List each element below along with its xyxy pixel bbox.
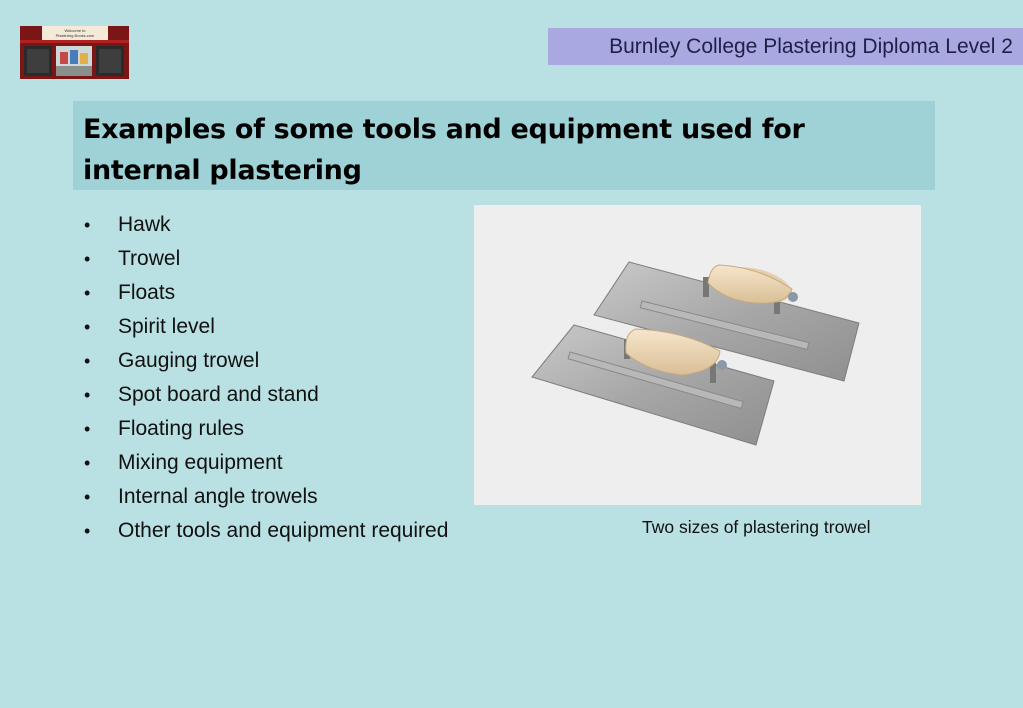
bullet-dot: •: [84, 419, 91, 439]
list-item-text: Trowel: [118, 247, 181, 270]
bullet-dot: •: [84, 317, 91, 337]
logo-sign-line1: Welcome to: [64, 28, 86, 33]
bullet-dot: •: [84, 487, 91, 507]
bullet-dot: •: [84, 283, 91, 303]
list-item: • Internal angle trowels: [84, 480, 448, 514]
list-item-text: Floats: [118, 281, 176, 304]
list-item-text: Mixing equipment: [118, 451, 283, 474]
list-item: • Gauging trowel: [84, 344, 448, 378]
bullet-dot: •: [84, 351, 91, 371]
small-trowel: [531, 324, 775, 446]
list-item: • Spot board and stand: [84, 378, 448, 412]
list-item: • Floats: [84, 276, 448, 310]
logo-sign-line2: Plastering Books.com: [56, 33, 95, 38]
list-item-text: Floating rules: [118, 417, 245, 440]
bullet-dot: •: [84, 521, 91, 541]
list-item: • Mixing equipment: [84, 446, 448, 480]
list-item-text: Hawk: [118, 213, 171, 236]
plastering-books-logo: Welcome to Plastering Books.com: [20, 26, 129, 79]
tools-list: • Hawk • Trowel • Floats • Spirit level • Gau…: [84, 208, 448, 548]
bullet-dot: •: [84, 385, 91, 405]
bullet-dot: •: [84, 249, 91, 269]
list-item: • Trowel: [84, 242, 448, 276]
list-item: • Hawk: [84, 208, 448, 242]
trowels-photo: [474, 205, 921, 505]
large-trowel: [593, 261, 860, 382]
list-item-text: Spirit level: [118, 315, 215, 338]
course-header-badge: Burnley College Plastering Diploma Level…: [548, 28, 1023, 65]
photo-caption: Two sizes of plastering trowel: [642, 517, 871, 537]
slide-title-box: Examples of some tools and equipment use…: [73, 101, 935, 190]
slide-title-line1: Examples of some tools and equipment use…: [83, 114, 805, 145]
slide-title-line2: internal plastering: [83, 155, 362, 186]
list-item-text: Gauging trowel: [118, 349, 260, 372]
bullet-dot: •: [84, 215, 91, 235]
list-item-text: Spot board and stand: [118, 383, 319, 406]
list-item: • Floating rules: [84, 412, 448, 446]
list-item-text: Internal angle trowels: [118, 485, 318, 508]
list-item: • Spirit level: [84, 310, 448, 344]
list-item: • Other tools and equipment required: [84, 514, 448, 548]
list-item-text: Other tools and equipment required: [118, 519, 449, 542]
bullet-dot: •: [84, 453, 91, 473]
